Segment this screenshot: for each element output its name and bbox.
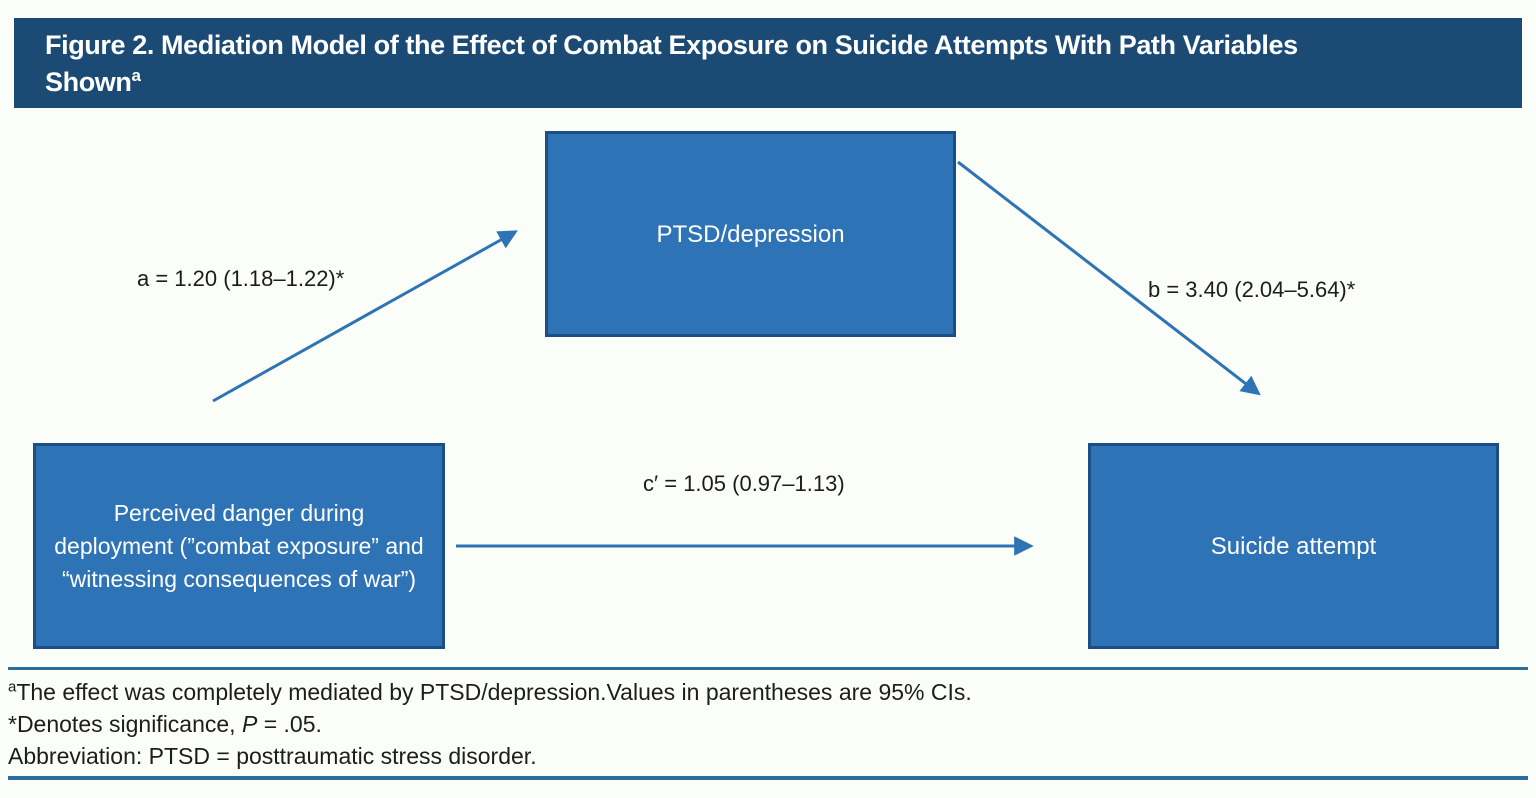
footnote-a-marker: a <box>8 678 17 696</box>
footnote-separator-rule <box>8 667 1528 670</box>
outcome-box-label: Suicide attempt <box>1210 532 1377 560</box>
figure-header: Figure 2. Mediation Model of the Effect … <box>14 18 1522 108</box>
footnote-significance: *Denotes significance, P = .05. <box>8 708 1518 740</box>
footnote-mediation: aThe effect was completely mediated by P… <box>8 676 1518 708</box>
path-a-arrow <box>212 230 518 403</box>
figure-title-line2: Showna <box>45 64 1494 101</box>
mediator-box-label: PTSD/depression <box>656 220 845 248</box>
path-b-coefficient: b = 3.40 (2.04–5.64)* <box>1148 277 1356 302</box>
predictor-box: Perceived danger during deployment (”com… <box>33 443 445 649</box>
outcome-box: Suicide attempt <box>1088 443 1499 649</box>
path-a-coefficient: a = 1.20 (1.18–1.22)* <box>137 266 345 291</box>
footnote-significance-prefix: *Denotes significance, <box>8 711 242 737</box>
title-footnote-marker: a <box>131 66 141 85</box>
predictor-box-label: Perceived danger during deployment (”com… <box>54 499 424 592</box>
figure-footnotes: aThe effect was completely mediated by P… <box>8 676 1518 772</box>
figure-title-line1: Figure 2. Mediation Model of the Effect … <box>45 27 1494 64</box>
footnote-significance-p: P <box>241 711 258 737</box>
path-b-arrow <box>957 160 1261 396</box>
figure-title-text: Figure 2. Mediation Model of the Effect … <box>45 30 1298 60</box>
figure-title-text2: Shown <box>45 67 132 97</box>
mediator-box: PTSD/depression <box>545 131 956 337</box>
footnote-abbreviation: Abbreviation: PTSD = posttraumatic stres… <box>8 743 537 769</box>
path-c-prime-coefficient: c′ = 1.05 (0.97–1.13) <box>643 471 845 496</box>
footnote-a-text: The effect was completely mediated by PT… <box>16 679 972 705</box>
footnote-significance-suffix: = .05. <box>257 711 322 737</box>
bottom-border-rule <box>8 776 1528 780</box>
